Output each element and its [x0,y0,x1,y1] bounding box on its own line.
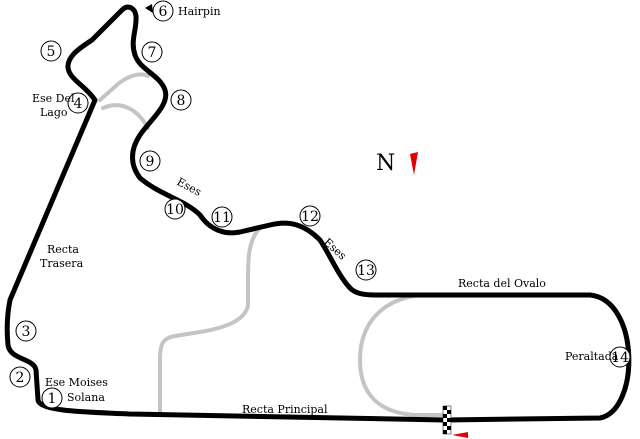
corner-number: 5 [47,44,56,60]
corner-number: 8 [177,93,186,109]
label-eses-1: Eses [175,175,204,199]
corner-11: 11 [211,206,233,228]
corner-number: 6 [159,4,168,20]
direction-arrow-hairpin [145,4,153,13]
label-recta-del-ovalo: Recta del Ovalo [458,277,546,290]
corner-number: 11 [213,210,231,226]
direction-arrow-start [452,432,468,438]
corner-4: 4 [67,92,89,114]
corner-number: 10 [166,202,184,218]
label-recta-principal: Recta Principal [242,403,328,416]
north-label: N [376,151,395,176]
corner-number: 3 [22,324,31,340]
alt-lago-shortcut [98,72,150,102]
corner-8: 8 [170,89,192,111]
corner-6: 6 [152,0,174,22]
corner-12: 12 [299,205,321,227]
corner-number: 7 [148,45,157,61]
corner-1: 1 [41,387,63,409]
corner-3: 3 [15,320,37,342]
corner-number: 9 [146,154,155,170]
main-track [4,4,632,423]
corner-10: 10 [164,198,186,220]
label-hairpin: Hairpin [178,5,221,18]
section-labels: Hairpin Ese Del Lago Eses Eses Recta Tra… [32,5,619,416]
corner-7: 7 [141,41,163,63]
corner-number: 12 [301,209,319,225]
corner-markers: 1 2 3 4 5 6 7 8 9 10 11 12 13 14 [9,0,631,409]
corner-number: 4 [74,96,83,112]
corner-2: 2 [9,366,31,388]
label-trasera: Trasera [40,257,84,270]
corner-number: 2 [16,370,25,386]
start-finish-line [442,405,452,435]
corner-number: 1 [48,391,57,407]
north-arrow-icon [410,152,418,175]
alt-oval-infield [358,293,447,417]
corner-13: 13 [355,259,377,281]
corner-number: 14 [611,350,629,366]
label-lago: Lago [40,106,68,119]
label-ese-del: Ese Del [32,92,75,105]
corner-5: 5 [40,40,62,62]
label-recta: Recta [47,243,79,256]
label-solana: Solana [67,391,105,404]
alt-infield-link [158,226,262,415]
label-peraltada: Peraltada [565,350,619,363]
alternate-layouts [98,72,447,417]
corner-14: 14 [609,346,631,368]
corner-number: 13 [357,263,375,279]
alt-lago-shortcut-2 [101,103,150,130]
label-ese-moises: Ese Moises [45,376,108,389]
corner-9: 9 [139,150,161,172]
